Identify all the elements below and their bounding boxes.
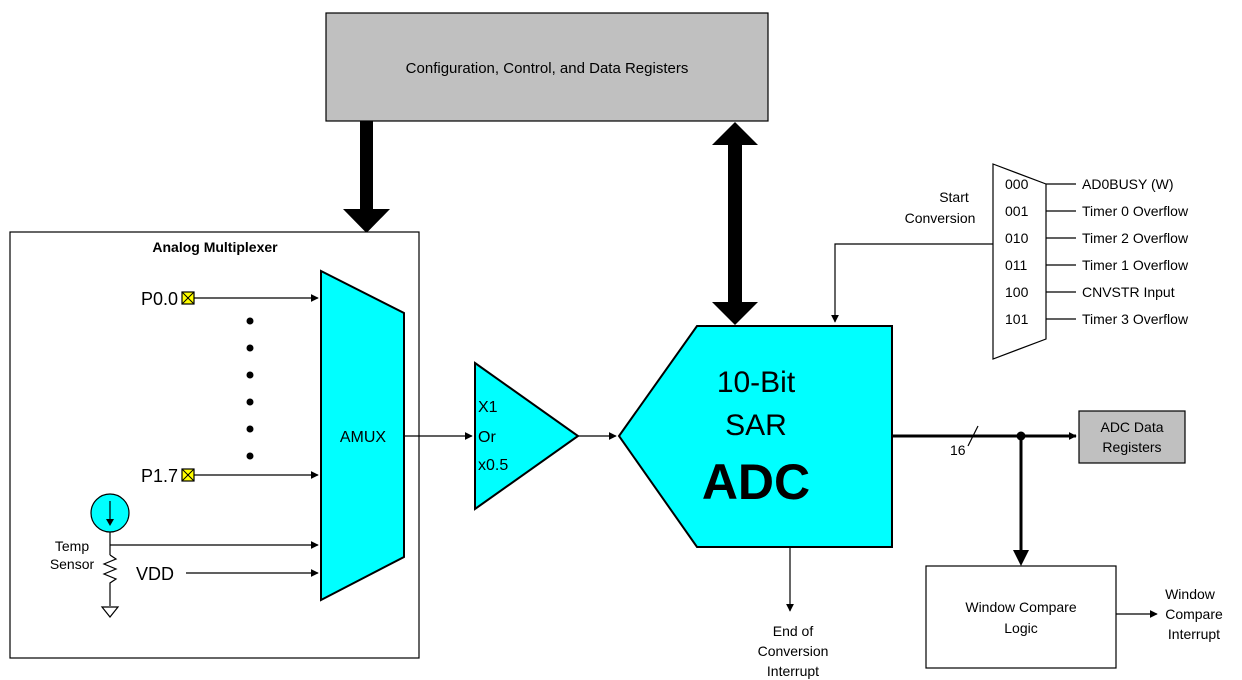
amp-label-line3: x0.5 bbox=[478, 457, 508, 474]
pin-p1-7-label: P1.7 bbox=[141, 466, 178, 486]
adc-label-line2: SAR bbox=[725, 409, 787, 442]
start-option-source: Timer 2 Overflow bbox=[1082, 230, 1189, 246]
pin-p0-0-label: P0.0 bbox=[141, 289, 178, 309]
analog-multiplexer-title: Analog Multiplexer bbox=[152, 239, 278, 255]
pin-p1-7: P1.7 bbox=[141, 466, 319, 486]
start-option-0: 000 AD0BUSY (W) bbox=[1005, 176, 1174, 192]
start-option-5: 101 Timer 3 Overflow bbox=[1005, 311, 1189, 327]
ellipsis-dots bbox=[246, 317, 254, 460]
config-registers-block: Configuration, Control, and Data Registe… bbox=[325, 12, 769, 122]
amp-label-line2: Or bbox=[478, 429, 496, 446]
start-option-source: CNVSTR Input bbox=[1082, 284, 1175, 300]
data-registers-label-line2: Registers bbox=[1102, 439, 1161, 455]
temp-sensor-label-line2: Sensor bbox=[50, 556, 95, 572]
bus-width-label: 16 bbox=[950, 442, 966, 458]
config-to-mux-bus bbox=[343, 121, 390, 233]
start-option-4: 100 CNVSTR Input bbox=[1005, 284, 1175, 300]
start-option-1: 001 Timer 0 Overflow bbox=[1005, 203, 1189, 219]
config-registers-label: Configuration, Control, and Data Registe… bbox=[406, 60, 689, 77]
window-interrupt-label-line3: Interrupt bbox=[1168, 626, 1220, 642]
end-of-conversion: End of Conversion Interrupt bbox=[758, 547, 829, 679]
start-conversion-mux: Start Conversion 000 AD0BUSY (W) 001 Tim… bbox=[831, 163, 1189, 360]
start-option-source: Timer 1 Overflow bbox=[1082, 257, 1189, 273]
data-registers-label-line1: ADC Data bbox=[1100, 419, 1163, 435]
vdd-input: VDD bbox=[136, 564, 319, 584]
eoc-label-line3: Interrupt bbox=[767, 663, 819, 679]
start-option-code: 011 bbox=[1005, 257, 1028, 273]
ground-icon bbox=[100, 606, 120, 618]
window-interrupt-label-line2: Compare bbox=[1165, 606, 1223, 622]
adc-label-line1: 10-Bit bbox=[717, 366, 796, 399]
amux-block: AMUX bbox=[320, 269, 405, 602]
start-option-code: 101 bbox=[1005, 311, 1029, 327]
start-option-3: 011 Timer 1 Overflow bbox=[1005, 257, 1189, 273]
resistor-icon bbox=[102, 554, 118, 606]
start-conversion-wire bbox=[831, 243, 993, 323]
adc-label-line3: ADC bbox=[702, 454, 810, 510]
window-compare-label-line2: Logic bbox=[1004, 620, 1037, 636]
start-conversion-label-line2: Conversion bbox=[905, 210, 976, 226]
eoc-label-line1: End of bbox=[773, 623, 814, 639]
start-option-source: AD0BUSY (W) bbox=[1082, 176, 1174, 192]
vdd-label: VDD bbox=[136, 564, 174, 584]
window-interrupt-label-line1: Window bbox=[1165, 586, 1216, 602]
gain-amplifier: X1 Or x0.5 bbox=[474, 361, 580, 511]
start-option-code: 100 bbox=[1005, 284, 1029, 300]
start-option-source: Timer 0 Overflow bbox=[1082, 203, 1189, 219]
pin-p0-0: P0.0 bbox=[141, 289, 319, 309]
start-option-source: Timer 3 Overflow bbox=[1082, 311, 1189, 327]
start-option-code: 001 bbox=[1005, 203, 1029, 219]
temp-sensor-label-line1: Temp bbox=[55, 538, 89, 554]
adc-data-registers: ADC Data Registers bbox=[1078, 410, 1186, 464]
start-conversion-label-line1: Start bbox=[939, 189, 969, 205]
adc-block: 10-Bit SAR ADC bbox=[617, 325, 893, 548]
eoc-label-line2: Conversion bbox=[758, 643, 829, 659]
pin-p0-0-icon bbox=[181, 291, 195, 305]
amp-label-line1: X1 bbox=[478, 399, 498, 416]
pin-p1-7-icon bbox=[181, 468, 195, 482]
config-adc-bus bbox=[712, 122, 758, 325]
start-option-2: 010 Timer 2 Overflow bbox=[1005, 230, 1189, 246]
window-compare-logic: Window Compare Logic Window Compare Inte… bbox=[925, 565, 1223, 669]
start-option-code: 010 bbox=[1005, 230, 1029, 246]
amux-label: AMUX bbox=[340, 429, 387, 446]
window-compare-label-line1: Window Compare bbox=[965, 599, 1076, 615]
output-bus: 16 bbox=[892, 425, 1077, 566]
temp-sensor: Temp Sensor bbox=[50, 493, 319, 618]
start-option-code: 000 bbox=[1005, 176, 1029, 192]
